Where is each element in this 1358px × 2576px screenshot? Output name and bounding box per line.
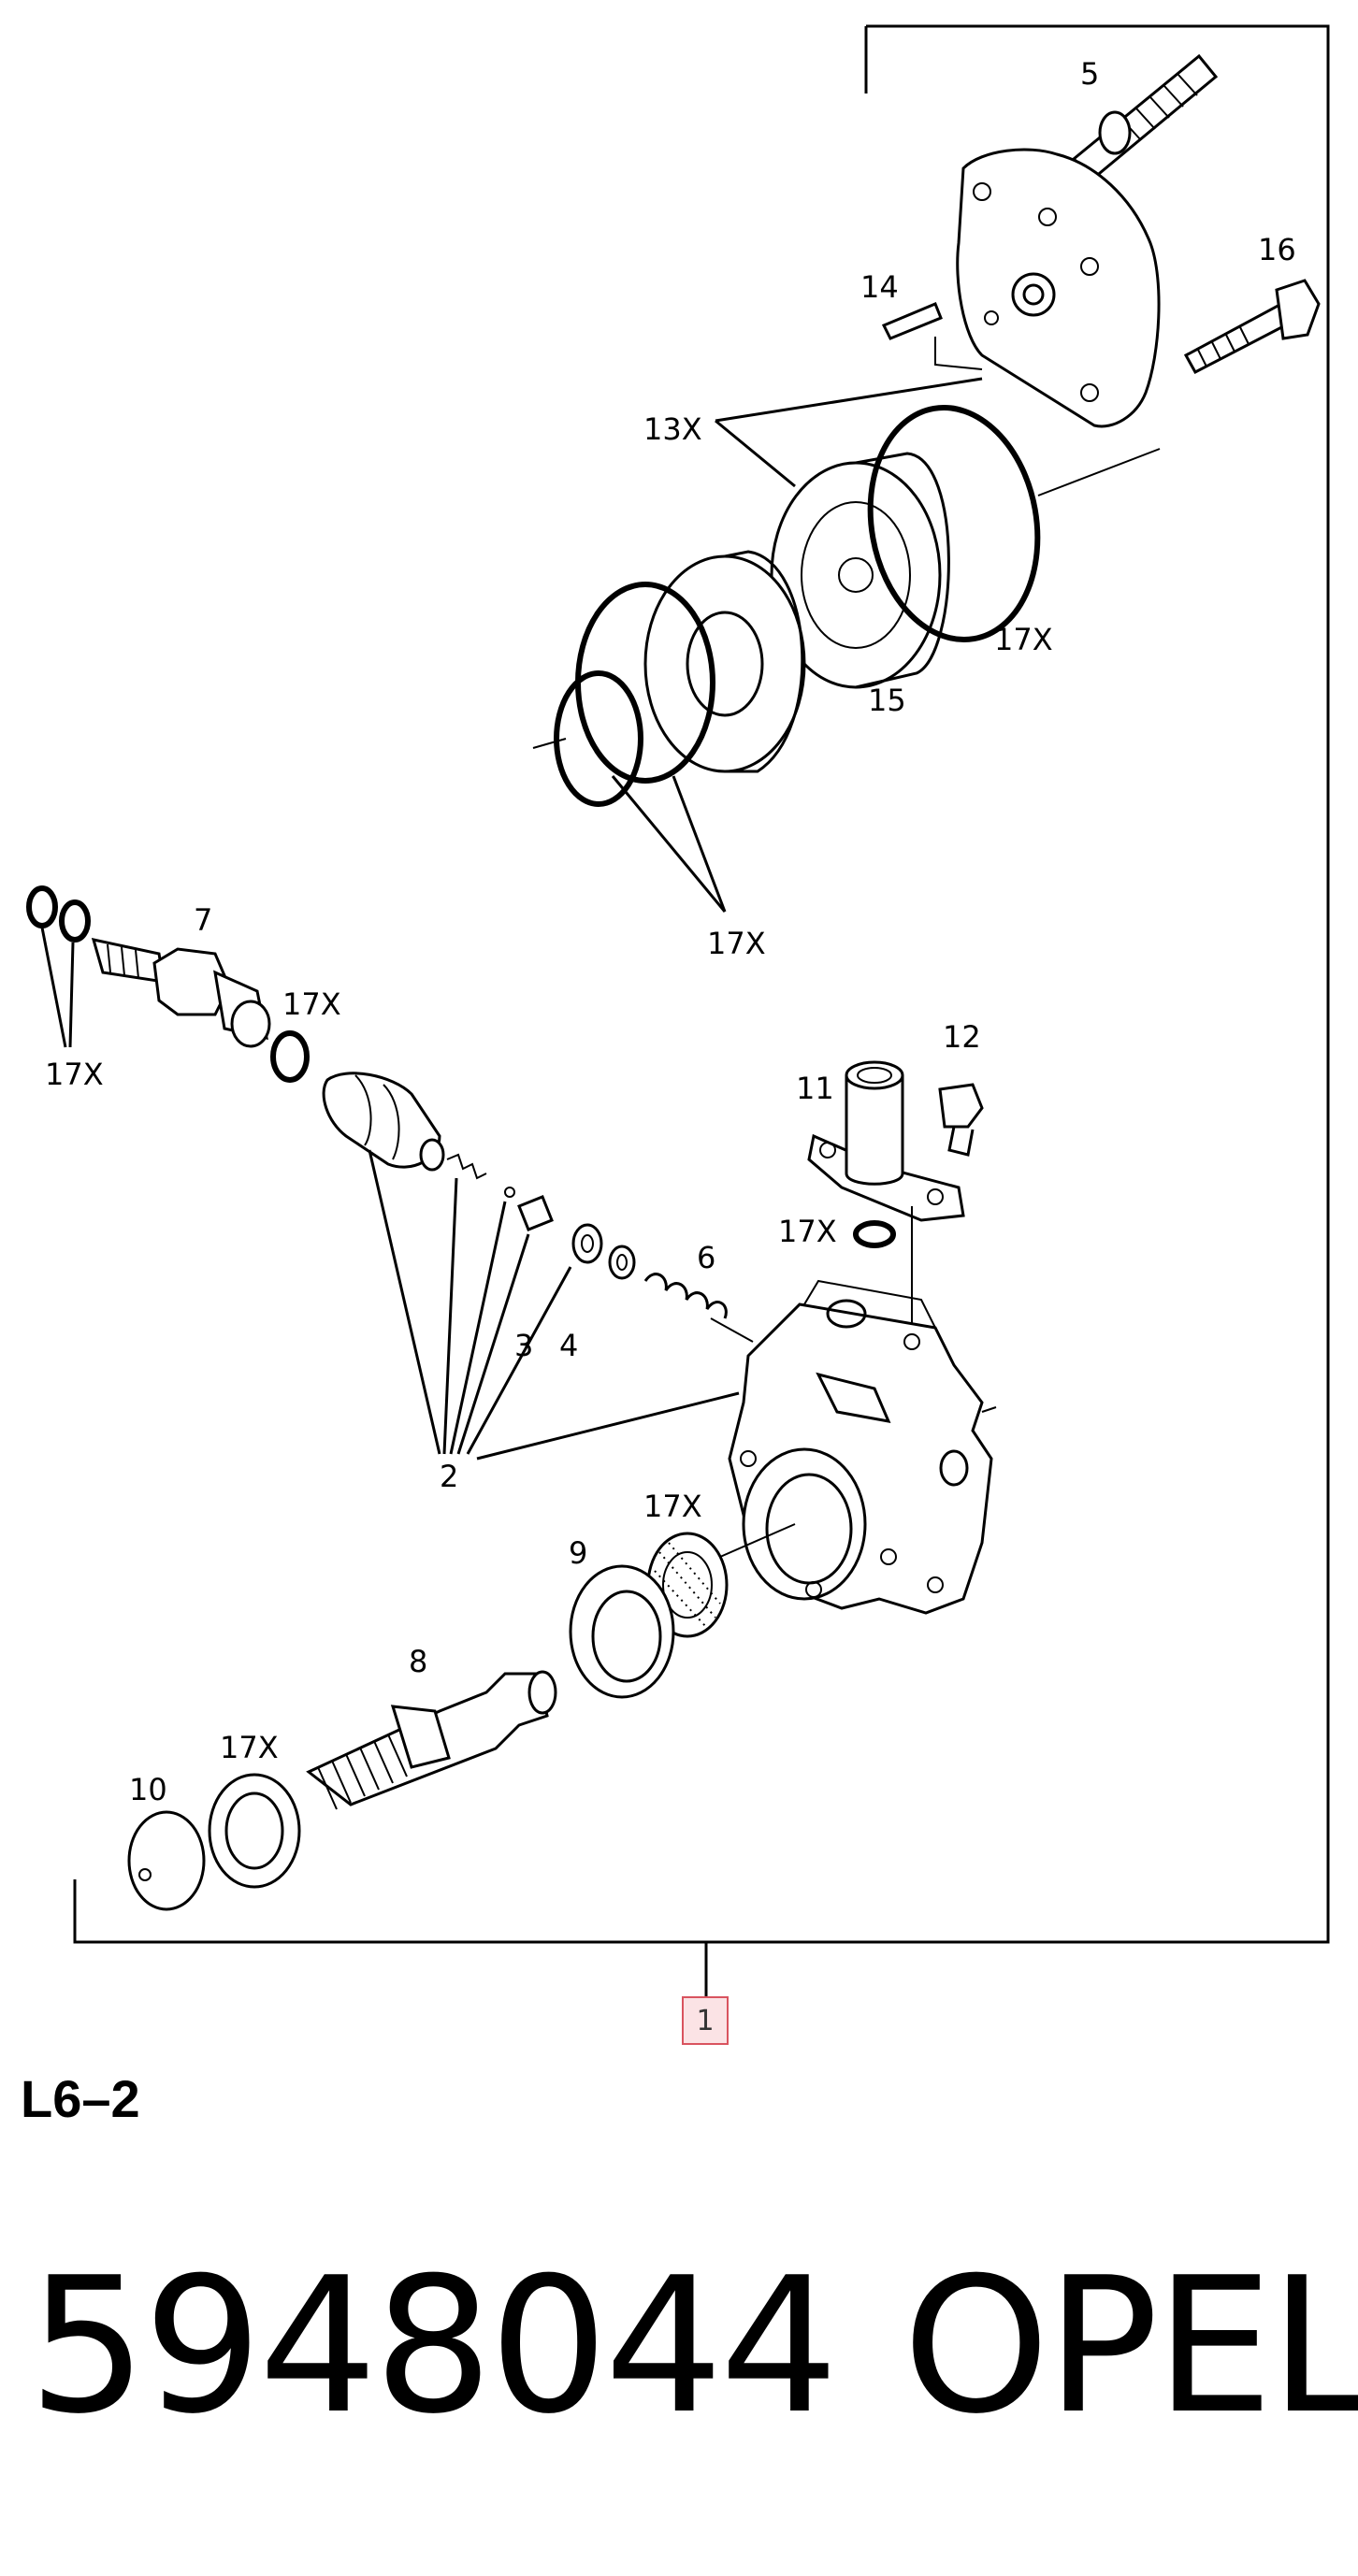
- callout-17x-seal: 17X: [643, 1489, 702, 1524]
- callout-10: 10: [129, 1772, 167, 1807]
- callout-17x-fitting: 17X: [282, 986, 341, 1022]
- part-4-washer: [608, 1245, 636, 1280]
- valve-spool: [322, 1072, 445, 1172]
- callout-3: 3: [514, 1328, 533, 1363]
- small-spring: [446, 1153, 487, 1180]
- callout-11: 11: [796, 1071, 834, 1106]
- part-15-rotor: [770, 452, 950, 689]
- pump-cover-plate: [956, 148, 1161, 428]
- part-number: 5948044: [28, 2238, 839, 2455]
- part-10-circlip: [127, 1810, 206, 1911]
- callout-7: 7: [194, 902, 212, 938]
- part-16-bolt: [1183, 279, 1321, 375]
- callout-9: 9: [569, 1535, 587, 1571]
- cam-ring: [643, 550, 806, 773]
- callout-17x-large-ring: 17X: [994, 622, 1053, 657]
- small-ball: [504, 1187, 515, 1198]
- part-17x-small-ring-a: [26, 885, 58, 928]
- section-code: L6–2: [21, 2069, 140, 2128]
- part-17x-large-ring: [867, 404, 1041, 643]
- part-17x-bearing: [208, 1773, 301, 1889]
- part-17x-small-ring-b: [59, 899, 91, 943]
- part-6-spring: [643, 1273, 728, 1319]
- part-8-shaft: [306, 1670, 557, 1810]
- callout-17x-rings: 17X: [707, 926, 766, 961]
- callout-13x: 13X: [643, 411, 702, 447]
- part-3-washer: [571, 1223, 603, 1264]
- callout-15: 15: [868, 683, 906, 718]
- pump-housing: [728, 1279, 997, 1615]
- brand-name: OPEL: [903, 2238, 1358, 2455]
- exploded-parts-diagram: 5 16 14 13X 17X 15 17X 7 17X 17X 12 11 1…: [26, 24, 1330, 1996]
- part-14-pin: [881, 302, 943, 340]
- part-9-seal: [569, 1564, 675, 1699]
- assembly-bracket: [73, 24, 1330, 1944]
- callout-5: 5: [1080, 56, 1099, 92]
- reference-number-box[interactable]: 1: [682, 1996, 729, 2045]
- part-7-fitting: [91, 938, 271, 1048]
- small-plug: [517, 1195, 554, 1231]
- callout-17x-tube: 17X: [778, 1214, 837, 1249]
- part-12-bolt: [938, 1083, 984, 1157]
- callout-2: 2: [440, 1459, 458, 1494]
- callout-16: 16: [1258, 232, 1296, 267]
- callout-17x-left: 17X: [45, 1057, 104, 1092]
- callout-17x-bearing: 17X: [220, 1730, 279, 1765]
- callout-12: 12: [943, 1019, 981, 1055]
- callout-6: 6: [697, 1240, 715, 1275]
- callout-14: 14: [860, 269, 899, 305]
- part-17x-ring-inner: [554, 670, 643, 807]
- part-11-tube: [807, 1060, 965, 1222]
- callout-4: 4: [559, 1328, 578, 1363]
- callout-8: 8: [409, 1644, 427, 1679]
- part-17x-ring-7: [270, 1030, 310, 1083]
- part-17x-ring-11: [853, 1220, 896, 1248]
